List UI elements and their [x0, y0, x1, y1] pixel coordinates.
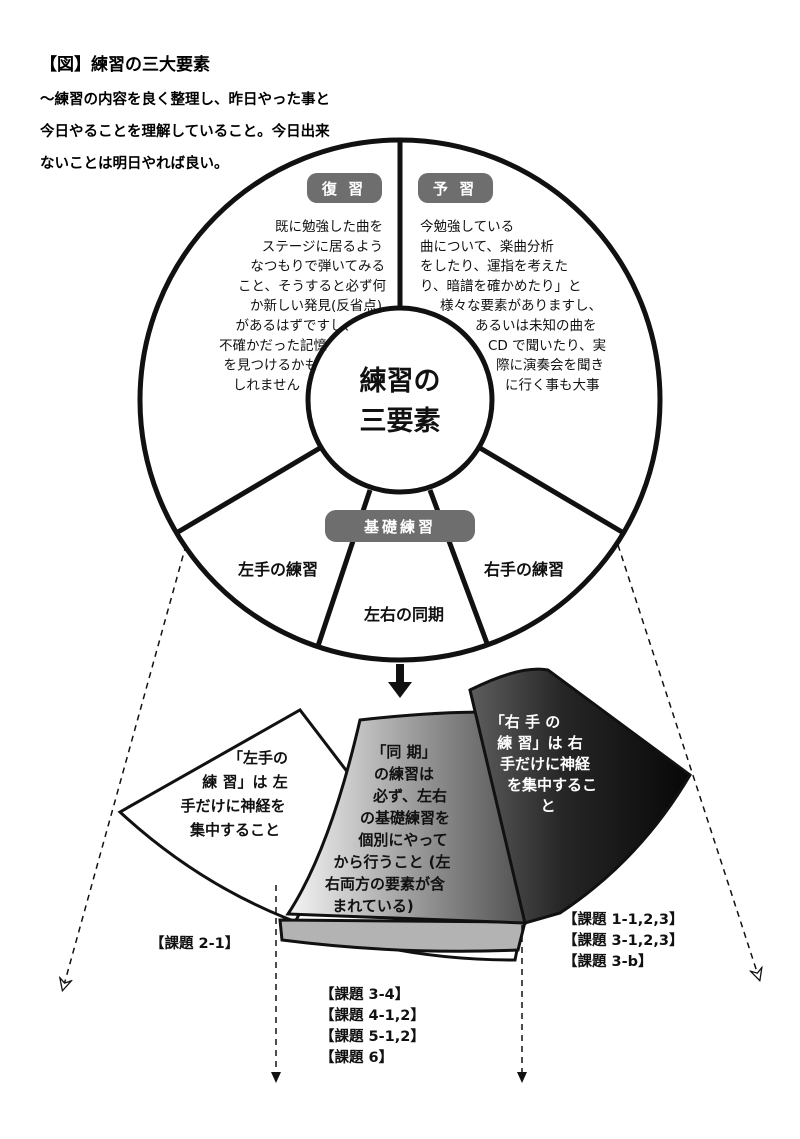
task-label: 【課題 3-1,2,3】 — [563, 931, 683, 949]
sync-card — [285, 710, 527, 925]
review-sector: 復 習 既に勉強した曲をステージに居るようなつもりで弾いてみること、そうすると必… — [219, 173, 386, 393]
dashed-arrow-right — [617, 544, 758, 975]
task-list-middle: 【課題 3-4】【課題 4-1,2】【課題 5-1,2】【課題 6】 — [320, 985, 425, 1066]
review-line: 既に勉強した曲を — [275, 219, 383, 235]
task-label: 【課題 2-1】 — [150, 934, 239, 952]
review-description: 既に勉強した曲をステージに居るようなつもりで弾いてみること、そうすると必ず何か新… — [219, 219, 386, 393]
intro-text: 〜練習の内容を良く整理し、昨日やった事と 今日やることを理解していること。今日出… — [39, 90, 330, 172]
task-label: 【課題 3-4】 — [320, 985, 409, 1003]
basic-practice-pill — [325, 510, 475, 542]
sync-card-line: の練習は — [374, 765, 434, 783]
sync-sector-label: 左右の同期 — [363, 605, 444, 624]
right-hand-card-line: 手だけに神経 — [500, 755, 591, 773]
left-hand-card-line: 集中すること — [189, 821, 280, 839]
task-label: 【課題 4-1,2】 — [320, 1006, 425, 1024]
sync-card-line: の基礎練習を — [360, 809, 450, 827]
left-hand-card-line: 手だけに神経を — [180, 797, 285, 815]
task-label: 【課題 5-1,2】 — [320, 1027, 425, 1045]
sync-card-line: 個別にやって — [357, 831, 447, 849]
preview-line: 今勉強している — [420, 219, 514, 235]
task-list-right: 【課題 1-1,2,3】【課題 3-1,2,3】【課題 3-b】 — [563, 910, 683, 970]
center-label-line2: 三要素 — [360, 406, 441, 437]
task-label: 【課題 3-b】 — [563, 952, 653, 970]
dashed-arrows — [64, 544, 758, 1083]
preview-pill — [418, 173, 493, 203]
sync-card-band — [278, 918, 527, 953]
review-line: 不確かだった記憶 — [219, 337, 327, 354]
sync-card-line: まれている) — [332, 897, 413, 915]
preview-sector: 予 習 今勉強している曲について、楽曲分析をしたり、運指を考えたり、暗譜を確かめ… — [418, 173, 606, 393]
preview-line: 際に演奏会を聞き — [496, 358, 604, 374]
review-line: を見つけるかも — [224, 358, 319, 374]
task-list-left: 【課題 2-1】 — [150, 934, 239, 952]
figure-title: 【図】練習の三大要素 — [40, 54, 210, 75]
sync-card-line: 「同 期」 — [371, 743, 436, 761]
preview-line: CD で聞いたり、実 — [488, 338, 606, 354]
elements-circle: 練習の 三要素 — [137, 137, 663, 663]
left-hand-sector-label: 左手の練習 — [237, 560, 318, 579]
center-label-line1: 練習の — [360, 365, 441, 397]
review-pill — [307, 173, 382, 203]
review-line: があるはずですし、 — [236, 318, 358, 334]
intro-line: ないことは明日やれば良い。 — [40, 154, 229, 172]
left-hand-card-line: 練 習」は 左 — [202, 773, 287, 791]
sync-card-line: から行うこと (左 — [333, 853, 450, 871]
basic-practice-label: 基礎練習 — [363, 518, 436, 536]
intro-line: 〜練習の内容を良く整理し、昨日やった事と — [40, 90, 330, 108]
review-line: なつもりで弾いてみる — [250, 259, 385, 275]
right-hand-card-line: を集中するこ — [507, 776, 597, 794]
preview-line: をしたり、運指を考えた — [420, 259, 568, 275]
right-hand-card-line: 「右 手 の — [490, 713, 560, 731]
preview-description: 今勉強している曲について、楽曲分析をしたり、運指を考えたり、暗譜を確かめたり」と… — [420, 219, 606, 393]
preview-line: に行く事も大事 — [505, 377, 600, 393]
preview-line: り、暗譜を確かめたり」と — [420, 278, 581, 294]
intro-line: 今日やることを理解していること。今日出来 — [39, 122, 330, 140]
left-hand-card-line: 「左手の — [228, 749, 288, 767]
preview-label: 予 習 — [433, 180, 477, 198]
preview-line: 様々な要素がありますし、 — [440, 298, 602, 314]
review-line: こと、そうすると必ず何 — [238, 278, 386, 294]
review-line: ステージに居るよう — [262, 239, 383, 255]
review-label: 復 習 — [321, 180, 366, 198]
center-circle — [305, 305, 495, 495]
review-line: か新しい発見(反省点) — [250, 298, 382, 314]
sync-card-line: 右両方の要素が含 — [325, 875, 446, 893]
divider-left — [176, 445, 322, 535]
sync-card-line: 必ず、左右 — [372, 787, 447, 805]
right-hand-card — [468, 667, 692, 925]
right-hand-card-line: と — [540, 797, 555, 815]
preview-line: あるいは未知の曲を — [475, 317, 597, 334]
right-hand-card-line: 練 習」は 右 — [497, 734, 582, 752]
task-label: 【課題 6】 — [320, 1048, 393, 1066]
basic-practice-section: 基礎練習 左手の練習 右手の練習 左右の同期 — [237, 510, 564, 624]
task-label: 【課題 1-1,2,3】 — [563, 910, 683, 928]
preview-line: 曲について、楽曲分析 — [420, 239, 554, 255]
review-line: しれません — [233, 377, 300, 393]
dashed-arrow-left — [64, 544, 187, 985]
right-hand-sector-label: 右手の練習 — [484, 560, 564, 579]
down-arrow-icon — [388, 664, 412, 698]
divider-right — [478, 445, 624, 535]
